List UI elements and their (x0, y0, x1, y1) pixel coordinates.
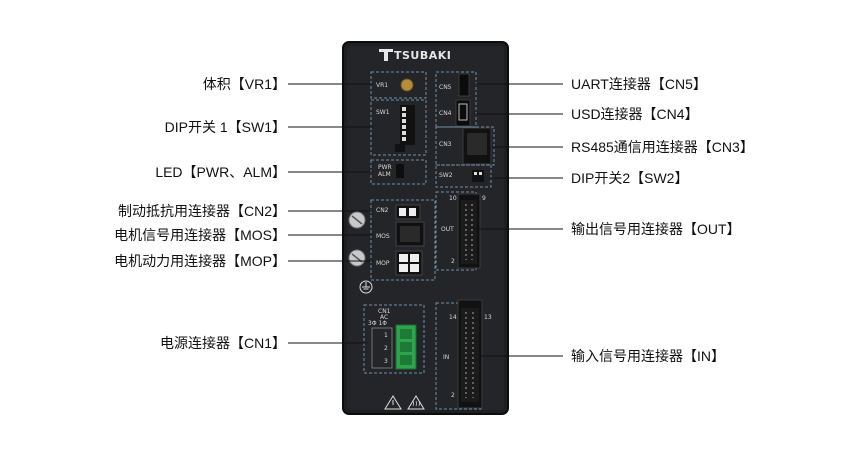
vr1-knob-icon (400, 78, 414, 92)
cn5-connector-icon (458, 73, 470, 97)
in-pin14-label: 14 (449, 314, 457, 321)
warning-icon (384, 395, 402, 410)
cn3-rj45-connector-icon (462, 127, 492, 165)
cn3-device-label: CN3 (439, 141, 452, 148)
cn1-pin2-label: 2 (384, 345, 388, 352)
sw2-device-label: SW2 (439, 172, 453, 179)
callout-cn4: USD连接器【CN4】 (571, 106, 699, 122)
cn4-connector-icon (455, 99, 471, 127)
callout-sw2: DIP开关2【SW2】 (571, 170, 689, 186)
out-box (435, 191, 477, 271)
in-device-label: IN (443, 354, 450, 361)
cn1-terminal-icon (395, 324, 417, 370)
phase-device-label: 3Φ 1Φ (368, 320, 387, 327)
sw2-box (435, 164, 492, 188)
cn1-pin-frame (371, 327, 393, 369)
callout-out: 输出信号用连接器【OUT】 (571, 221, 741, 237)
callout-sw1: DIP开关 1【SW1】 (164, 119, 286, 135)
sw1-dip-switch-icon (400, 105, 415, 145)
vr1-device-label: VR1 (376, 82, 389, 89)
mos-connector-icon (395, 221, 425, 247)
out-pin9-label: 9 (482, 195, 486, 202)
sw1-lower-block (395, 144, 405, 152)
pwr-device-label: PWR (378, 164, 392, 171)
cn2-connector-icon (395, 204, 421, 220)
callout-cn3: RS485通信用连接器【CN3】 (571, 139, 754, 155)
cn1-pin3-label: 3 (384, 358, 388, 365)
callout-cn1: 电源连接器【CN1】 (159, 335, 286, 351)
callout-vr1: 体积【VR1】 (202, 76, 286, 92)
cn1-device-label: CN1 (378, 308, 391, 315)
alm-device-label: ALM (378, 171, 391, 178)
callout-cn2: 制动抵抗用连接器【CN2】 (117, 203, 286, 219)
out-pin10-label: 10 (449, 195, 457, 202)
in-pin13-label: 13 (484, 314, 492, 321)
ground-symbol-icon (359, 280, 373, 294)
out-pin2-label: 2 (451, 258, 455, 265)
leader-lines-right (474, 83, 563, 357)
tsubaki-logo-icon (379, 49, 393, 61)
sw1-device-label: SW1 (376, 109, 390, 116)
leader-lines-left (288, 83, 373, 344)
sw2-dip-switch-icon (472, 170, 484, 182)
cn2-device-label: CN2 (376, 207, 389, 214)
in-pin2-label: 2 (451, 392, 455, 399)
cn1-pin1-label: 1 (384, 332, 388, 339)
mos-device-label: MOS (376, 233, 390, 240)
mop-device-label: MOP (376, 260, 390, 267)
cn5-device-label: CN5 (439, 84, 452, 91)
hot-surface-warning-icon (407, 395, 425, 410)
led-indicator-icon (396, 164, 404, 178)
mop-connector-icon (395, 250, 423, 276)
callout-cn5: UART连接器【CN5】 (571, 76, 707, 92)
motor-connectors-box (370, 199, 436, 281)
brand-logo-text: TSUBAKI (394, 49, 452, 62)
out-connector-icon (457, 193, 481, 269)
ac-device-label: AC (380, 314, 389, 321)
callout-mop: 电机动力用连接器【MOP】 (114, 253, 286, 269)
callout-in: 输入信号用连接器【IN】 (571, 348, 725, 364)
out-device-label: OUT (441, 226, 454, 233)
vr1-box (370, 71, 427, 99)
cn3-box (435, 126, 495, 166)
in-connector-icon (457, 299, 483, 409)
callout-mos: 电机信号用连接器【MOS】 (114, 227, 286, 243)
cn1-box (363, 304, 425, 374)
callout-led: LED【PWR、ALM】 (155, 164, 286, 180)
cn4-device-label: CN4 (439, 110, 452, 117)
